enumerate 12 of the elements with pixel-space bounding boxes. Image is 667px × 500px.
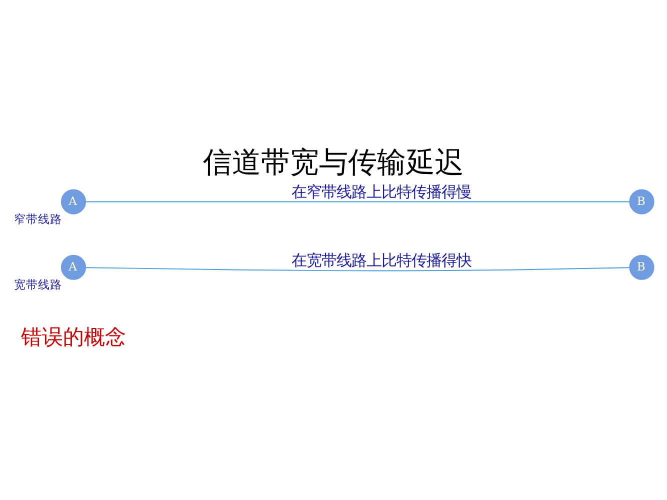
node-label: 窄带线路 <box>14 212 62 226</box>
diagram-title: 信道带宽与传输延迟 <box>203 144 464 178</box>
node-circle: B <box>629 188 654 214</box>
edge-label: 在宽带线路上比特传播得快 <box>292 250 472 269</box>
connector <box>85 266 630 271</box>
node-circle: A <box>60 188 86 214</box>
edge-label: 在窄带线路上比特传播得慢 <box>292 182 472 200</box>
node-circle: A <box>60 254 86 280</box>
connector <box>85 200 630 202</box>
label: 错误的概念 <box>21 324 126 350</box>
node-label: 宽带线路 <box>14 277 62 292</box>
node-circle: B <box>629 254 654 280</box>
